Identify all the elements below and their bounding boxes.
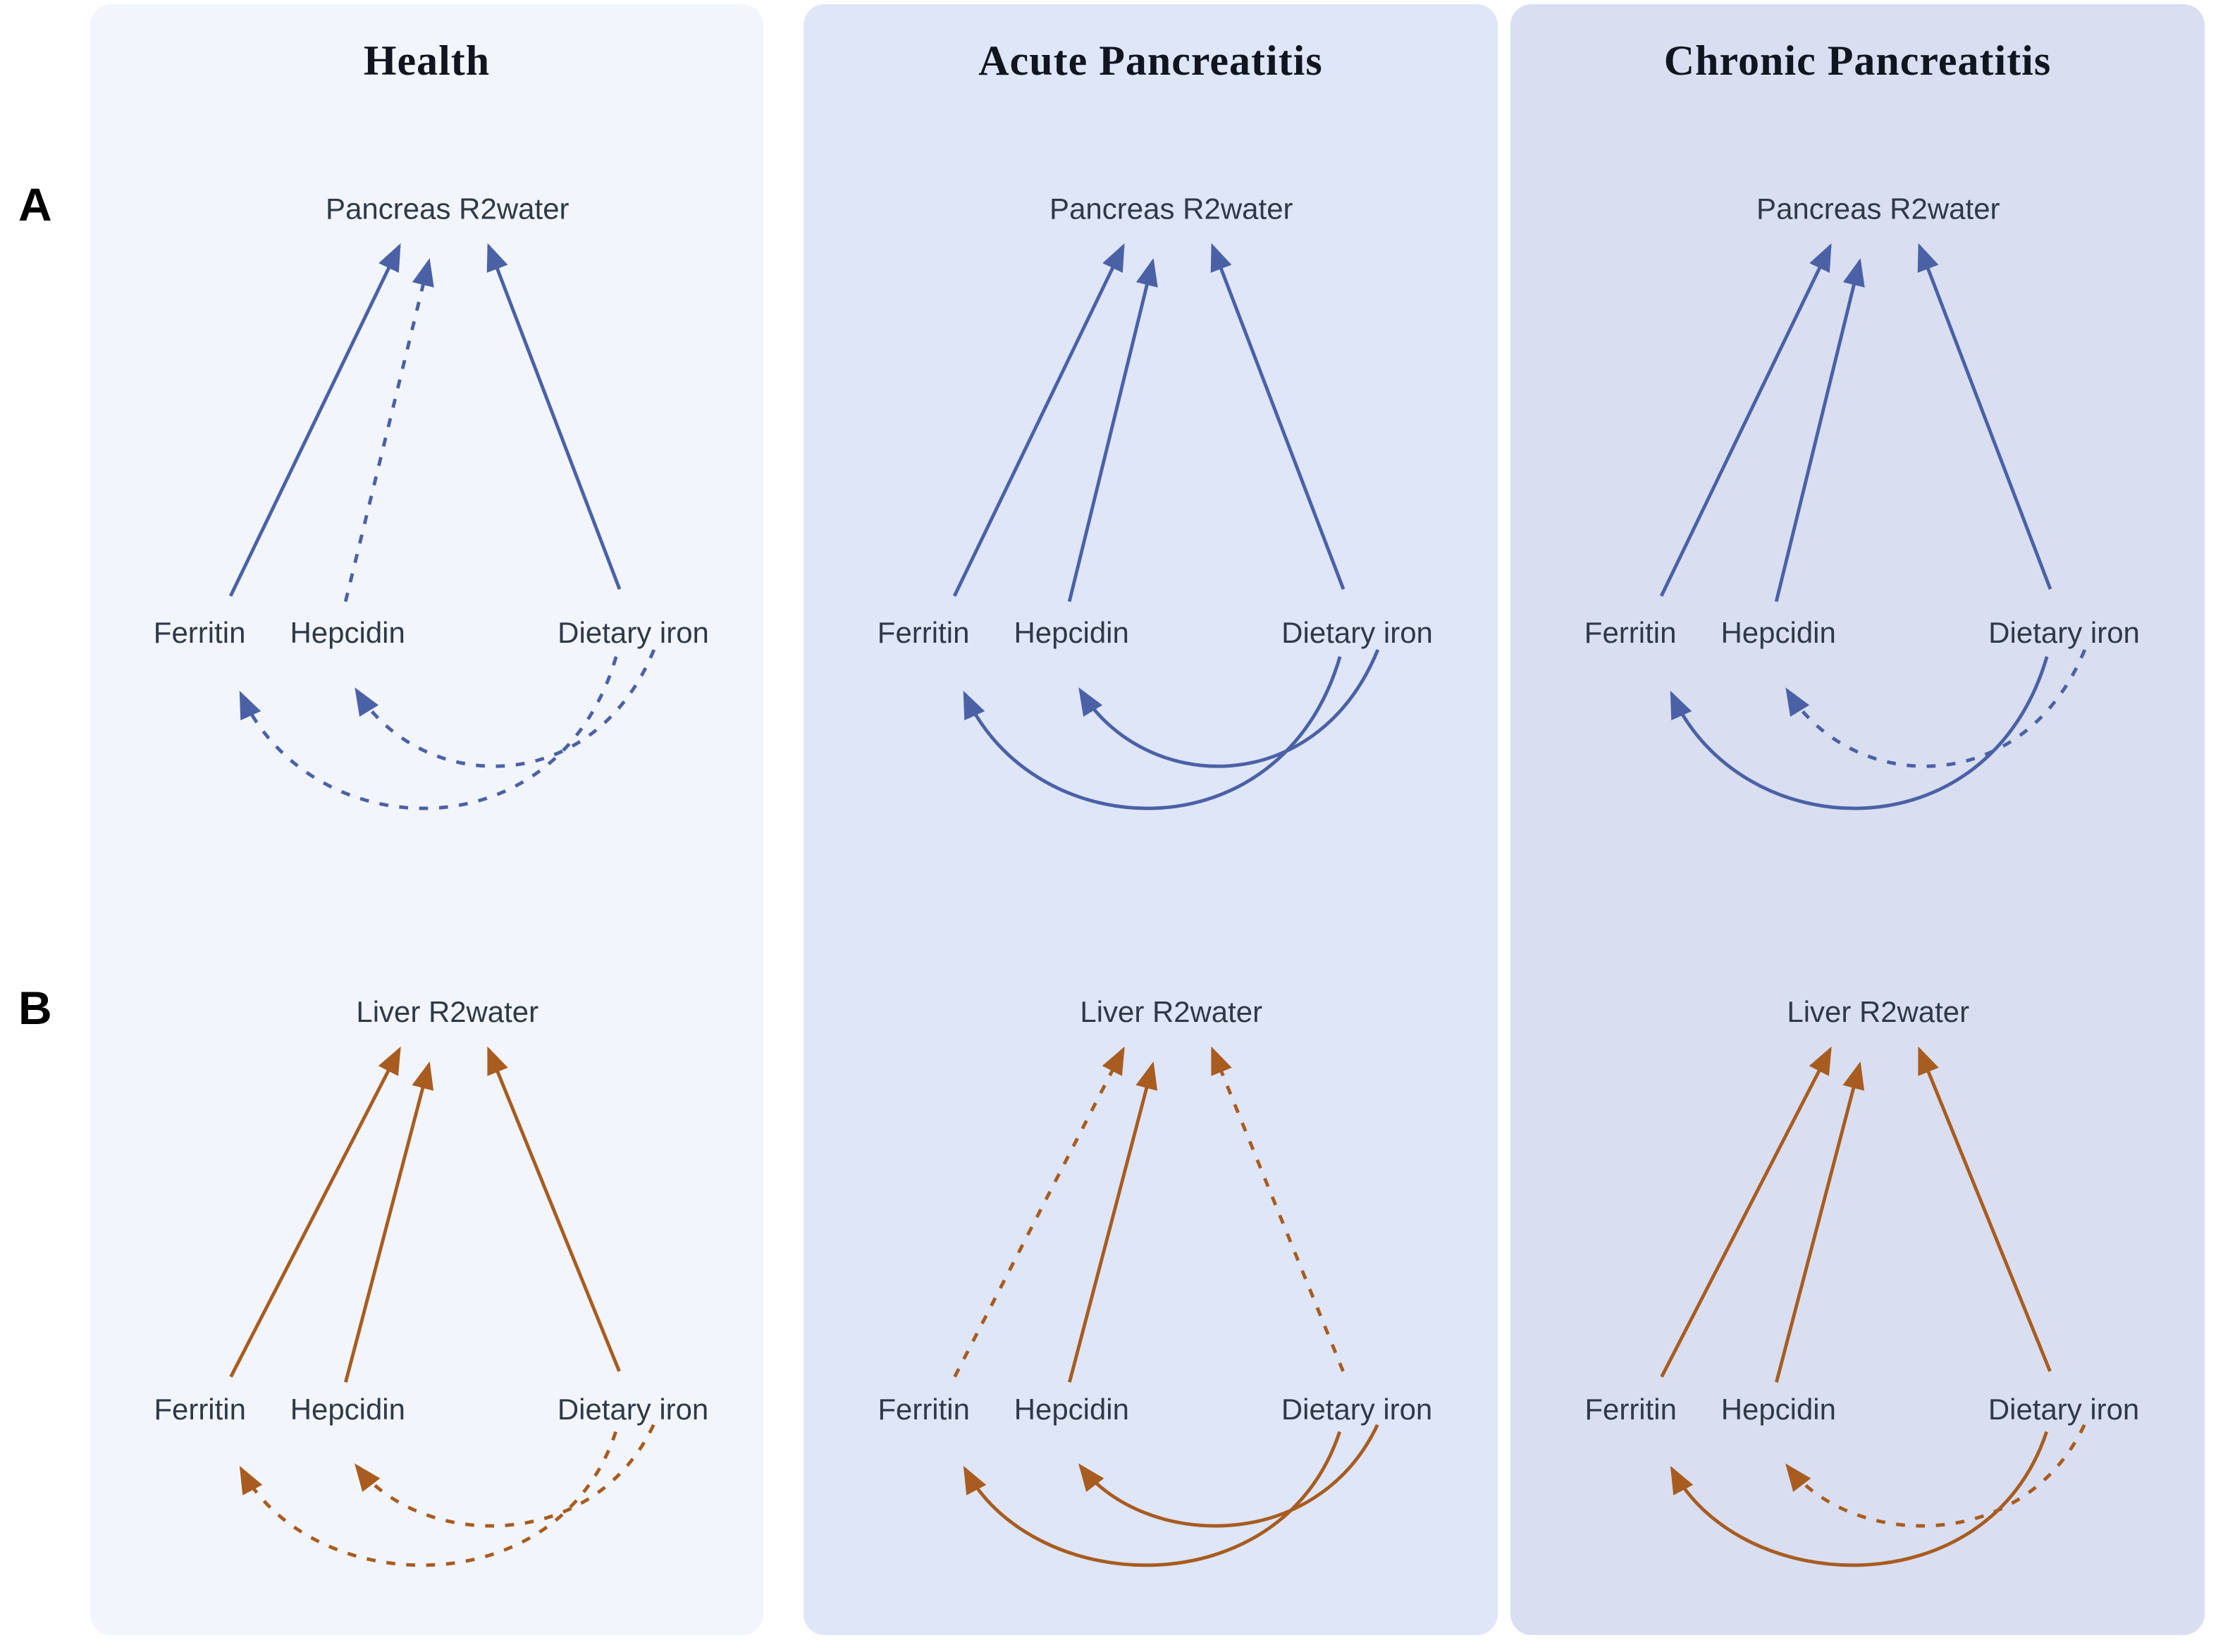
edge-hepcidin-to-liver bbox=[1775, 1061, 1865, 1383]
node-label-hepcidin: Hepcidin bbox=[290, 1393, 405, 1426]
target-label-pancreas: Pancreas R2water bbox=[1756, 192, 2000, 225]
edge-hepcidin-to-liver bbox=[1068, 1061, 1158, 1383]
feedback-dietary-to-hepcidin bbox=[355, 1424, 655, 1528]
node-label-hepcidin: Hepcidin bbox=[1014, 616, 1128, 649]
node-label-ferritin: Ferritin bbox=[878, 616, 970, 649]
node-label-dietary: Dietary iron bbox=[1281, 616, 1433, 649]
edge-ferritin-to-liver bbox=[1660, 1046, 1832, 1378]
row-label-b: B bbox=[18, 982, 52, 1034]
node-label-dietary: Dietary iron bbox=[1988, 1393, 2139, 1426]
edge-dietary-to-liver bbox=[1918, 1046, 2052, 1372]
edge-hepcidin-to-pancreas bbox=[1774, 258, 1865, 603]
feedback-dietary-to-ferritin bbox=[963, 655, 1342, 810]
node-label-ferritin: Ferritin bbox=[154, 616, 246, 649]
edge-ferritin-to-pancreas bbox=[952, 243, 1125, 597]
node-label-dietary: Dietary iron bbox=[1281, 1393, 1432, 1426]
edge-dietary-to-liver bbox=[487, 1046, 621, 1372]
edge-ferritin-to-liver bbox=[229, 1046, 401, 1378]
edge-ferritin-to-liver bbox=[953, 1046, 1125, 1378]
panel-title-health: Health bbox=[363, 37, 491, 84]
node-label-dietary: Dietary iron bbox=[1988, 616, 2140, 649]
edge-dietary-to-pancreas bbox=[1210, 242, 1346, 590]
target-label-pancreas: Pancreas R2water bbox=[326, 192, 569, 225]
target-label-liver: Liver R2water bbox=[1787, 995, 1969, 1028]
feedback-dietary-to-ferritin bbox=[239, 655, 618, 810]
feedback-dietary-to-ferritin bbox=[963, 1431, 1342, 1567]
edge-dietary-to-pancreas bbox=[1917, 242, 2052, 590]
node-label-ferritin: Ferritin bbox=[1584, 1393, 1676, 1426]
feedback-dietary-to-ferritin bbox=[1670, 1431, 2049, 1567]
node-label-hepcidin: Hepcidin bbox=[1720, 616, 1835, 649]
panel-title-acute: Acute Pancreatitis bbox=[978, 37, 1323, 84]
feedback-dietary-to-hepcidin bbox=[355, 648, 656, 768]
row-label-a: A bbox=[18, 178, 52, 230]
node-label-hepcidin: Hepcidin bbox=[290, 616, 405, 649]
edge-dietary-to-pancreas bbox=[486, 242, 622, 590]
feedback-dietary-to-ferritin bbox=[1670, 655, 2049, 810]
target-label-liver: Liver R2water bbox=[356, 995, 538, 1028]
edge-hepcidin-to-pancreas bbox=[343, 258, 434, 603]
target-label-pancreas: Pancreas R2water bbox=[1049, 192, 1293, 225]
edge-ferritin-to-pancreas bbox=[1659, 243, 1832, 597]
feedback-dietary-to-hepcidin bbox=[1785, 1424, 2086, 1528]
feedback-dietary-to-hepcidin bbox=[1078, 1424, 1379, 1528]
node-label-ferritin: Ferritin bbox=[154, 1393, 245, 1426]
node-label-dietary: Dietary iron bbox=[558, 1393, 708, 1426]
node-label-hepcidin: Hepcidin bbox=[1721, 1393, 1836, 1426]
panel-title-chronic: Chronic Pancreatitis bbox=[1663, 37, 2052, 84]
edge-dietary-to-liver bbox=[1211, 1046, 1345, 1372]
edge-ferritin-to-pancreas bbox=[228, 243, 401, 597]
node-label-ferritin: Ferritin bbox=[878, 1393, 969, 1426]
node-label-hepcidin: Hepcidin bbox=[1014, 1393, 1129, 1426]
edge-hepcidin-to-liver bbox=[344, 1061, 434, 1383]
node-label-ferritin: Ferritin bbox=[1584, 616, 1677, 649]
feedback-dietary-to-hepcidin bbox=[1078, 648, 1380, 768]
target-label-liver: Liver R2water bbox=[1080, 995, 1262, 1028]
feedback-dietary-to-ferritin bbox=[239, 1431, 618, 1567]
edge-hepcidin-to-pancreas bbox=[1067, 258, 1158, 603]
node-label-dietary: Dietary iron bbox=[558, 616, 709, 649]
feedback-dietary-to-hepcidin bbox=[1785, 648, 2087, 768]
